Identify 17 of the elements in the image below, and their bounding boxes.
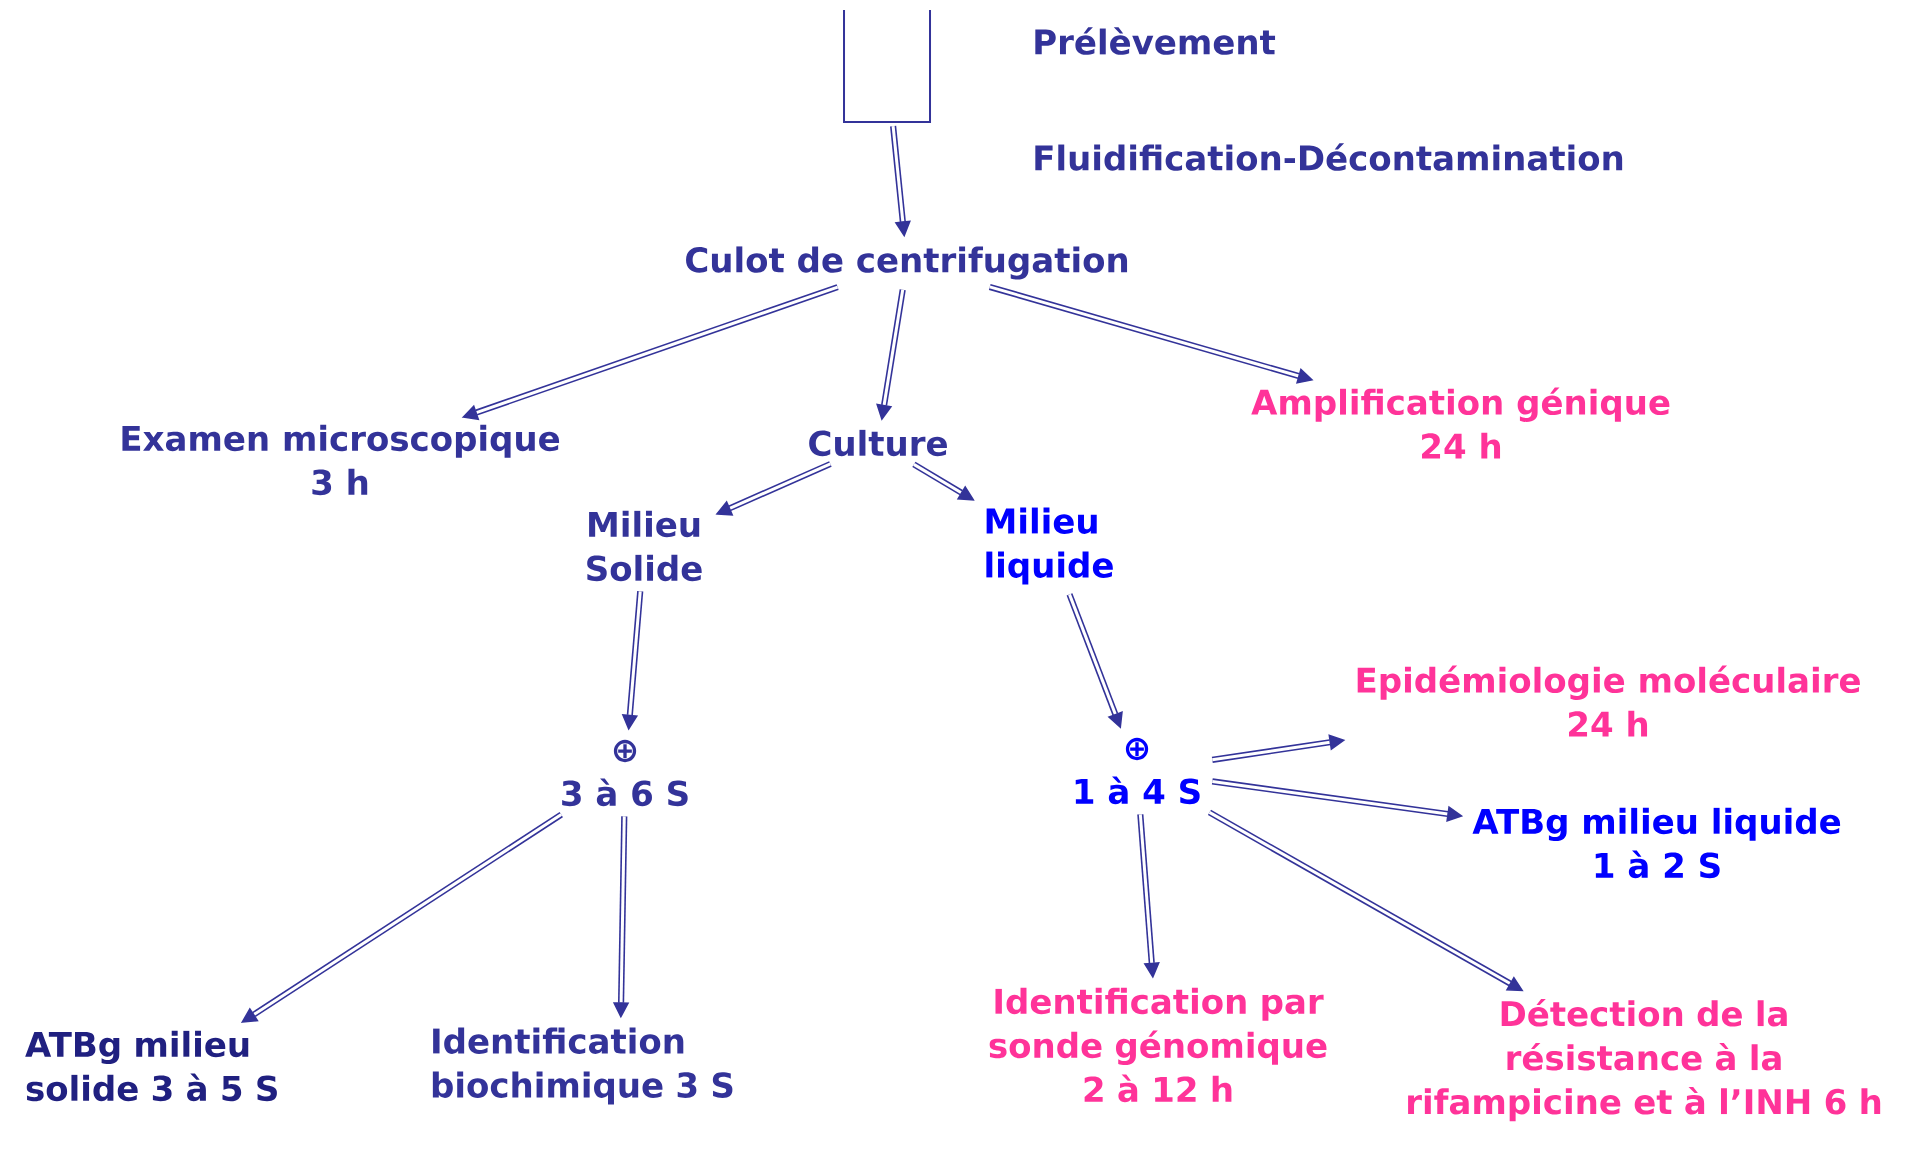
sample-tube-drawing	[843, 9, 931, 123]
step-text: Epidémiologie moléculaire 24 h	[1357, 665, 1860, 737]
step-text: ATBg milieu solide 3 à 5 S	[25, 1030, 277, 1102]
step-text: Culot de centrifugation	[686, 246, 1128, 280]
step-text: Examen microscopique 3 h	[122, 424, 560, 496]
step-text: Détection de la résistance à la rifampicine et à l’INH 6 h	[1408, 998, 1881, 1122]
step-text: Milieu Solide	[587, 510, 702, 582]
result-text: ⊕ 1 à 4 S	[1075, 737, 1200, 805]
step-text: Milieu liquide	[986, 507, 1113, 585]
step-text: Identification biochimique 3 S	[432, 1027, 733, 1105]
step-text: Culture	[809, 429, 947, 457]
step-text: ATBg milieu liquide 1 à 2 S	[1472, 807, 1841, 879]
step-text: Identification par sonde génomique 2 à 12 h	[989, 987, 1327, 1103]
result-text: ⊕ 3 à 6 S	[562, 739, 688, 807]
step-text: Amplification génique 24 h	[1251, 387, 1670, 459]
step-label: Prélèvement	[1035, 27, 1276, 55]
step-label: Fluidification-Décontamination	[1035, 143, 1623, 171]
